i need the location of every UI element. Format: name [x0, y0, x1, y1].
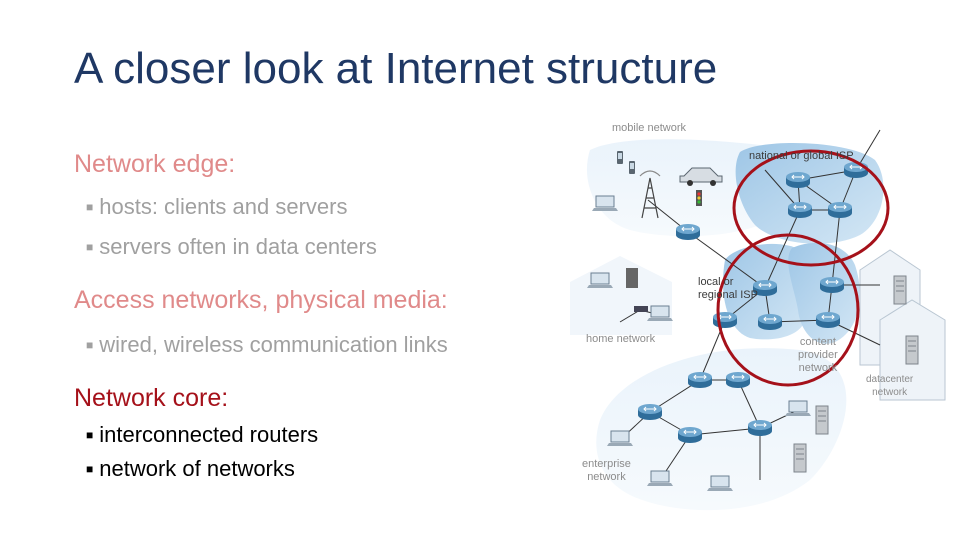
home-network-label: home network [586, 333, 655, 346]
laptop-icon [785, 401, 811, 416]
router-icon [828, 202, 852, 218]
enterprise-network-label: enterprise network [582, 458, 631, 484]
internet-structure-diagram: mobile network national or global ISP lo… [560, 110, 960, 530]
national-isp-label: national or global ISP [749, 150, 854, 163]
edge-bullet-servers: ■servers often in data centers [86, 234, 377, 260]
modem-icon [634, 306, 648, 312]
slide-title: A closer look at Internet structure [74, 44, 717, 94]
router-icon [786, 172, 810, 188]
network-edge-heading: Network edge: [74, 150, 235, 179]
bullet-icon: ■ [86, 462, 93, 476]
laptop-icon [592, 196, 618, 211]
laptop-icon [647, 306, 673, 321]
bullet-icon: ■ [86, 428, 93, 442]
server-icon [816, 406, 828, 434]
bullet-icon: ■ [86, 200, 93, 214]
router-icon [816, 312, 840, 328]
router-icon [758, 314, 782, 330]
router-icon [638, 404, 662, 420]
bullet-icon: ■ [86, 338, 93, 352]
local-isp-label: local or regional ISP [698, 276, 758, 302]
laptop-icon [707, 476, 733, 491]
mobile-network-label: mobile network [612, 122, 686, 135]
core-bullet-networks: ■network of networks [86, 456, 295, 482]
server-icon [894, 276, 906, 304]
router-icon [726, 372, 750, 388]
phone-icon [629, 161, 635, 174]
laptop-icon [587, 273, 613, 288]
phone-icon [617, 151, 623, 164]
server-icon [794, 444, 806, 472]
router-icon [748, 420, 772, 436]
home-network-area [570, 256, 672, 335]
network-core-heading: Network core: [74, 384, 228, 413]
access-bullet-links: ■wired, wireless communication links [86, 332, 448, 358]
laptop-icon [607, 431, 633, 446]
content-provider-label: content provider network [798, 336, 838, 375]
laptop-icon [647, 471, 673, 486]
router-icon [676, 224, 700, 240]
router-icon [844, 162, 868, 178]
bullet-icon: ■ [86, 240, 93, 254]
router-icon [788, 202, 812, 218]
router-icon [713, 312, 737, 328]
router-icon [688, 372, 712, 388]
server-icon [906, 336, 918, 364]
access-networks-heading: Access networks, physical media: [74, 286, 448, 315]
datacenter-network-label: datacenter network [866, 373, 913, 399]
edge-bullet-hosts: ■hosts: clients and servers [86, 194, 347, 220]
core-bullet-routers: ■interconnected routers [86, 422, 318, 448]
router-icon [678, 427, 702, 443]
refrigerator-icon [626, 268, 638, 288]
router-icon [820, 277, 844, 293]
